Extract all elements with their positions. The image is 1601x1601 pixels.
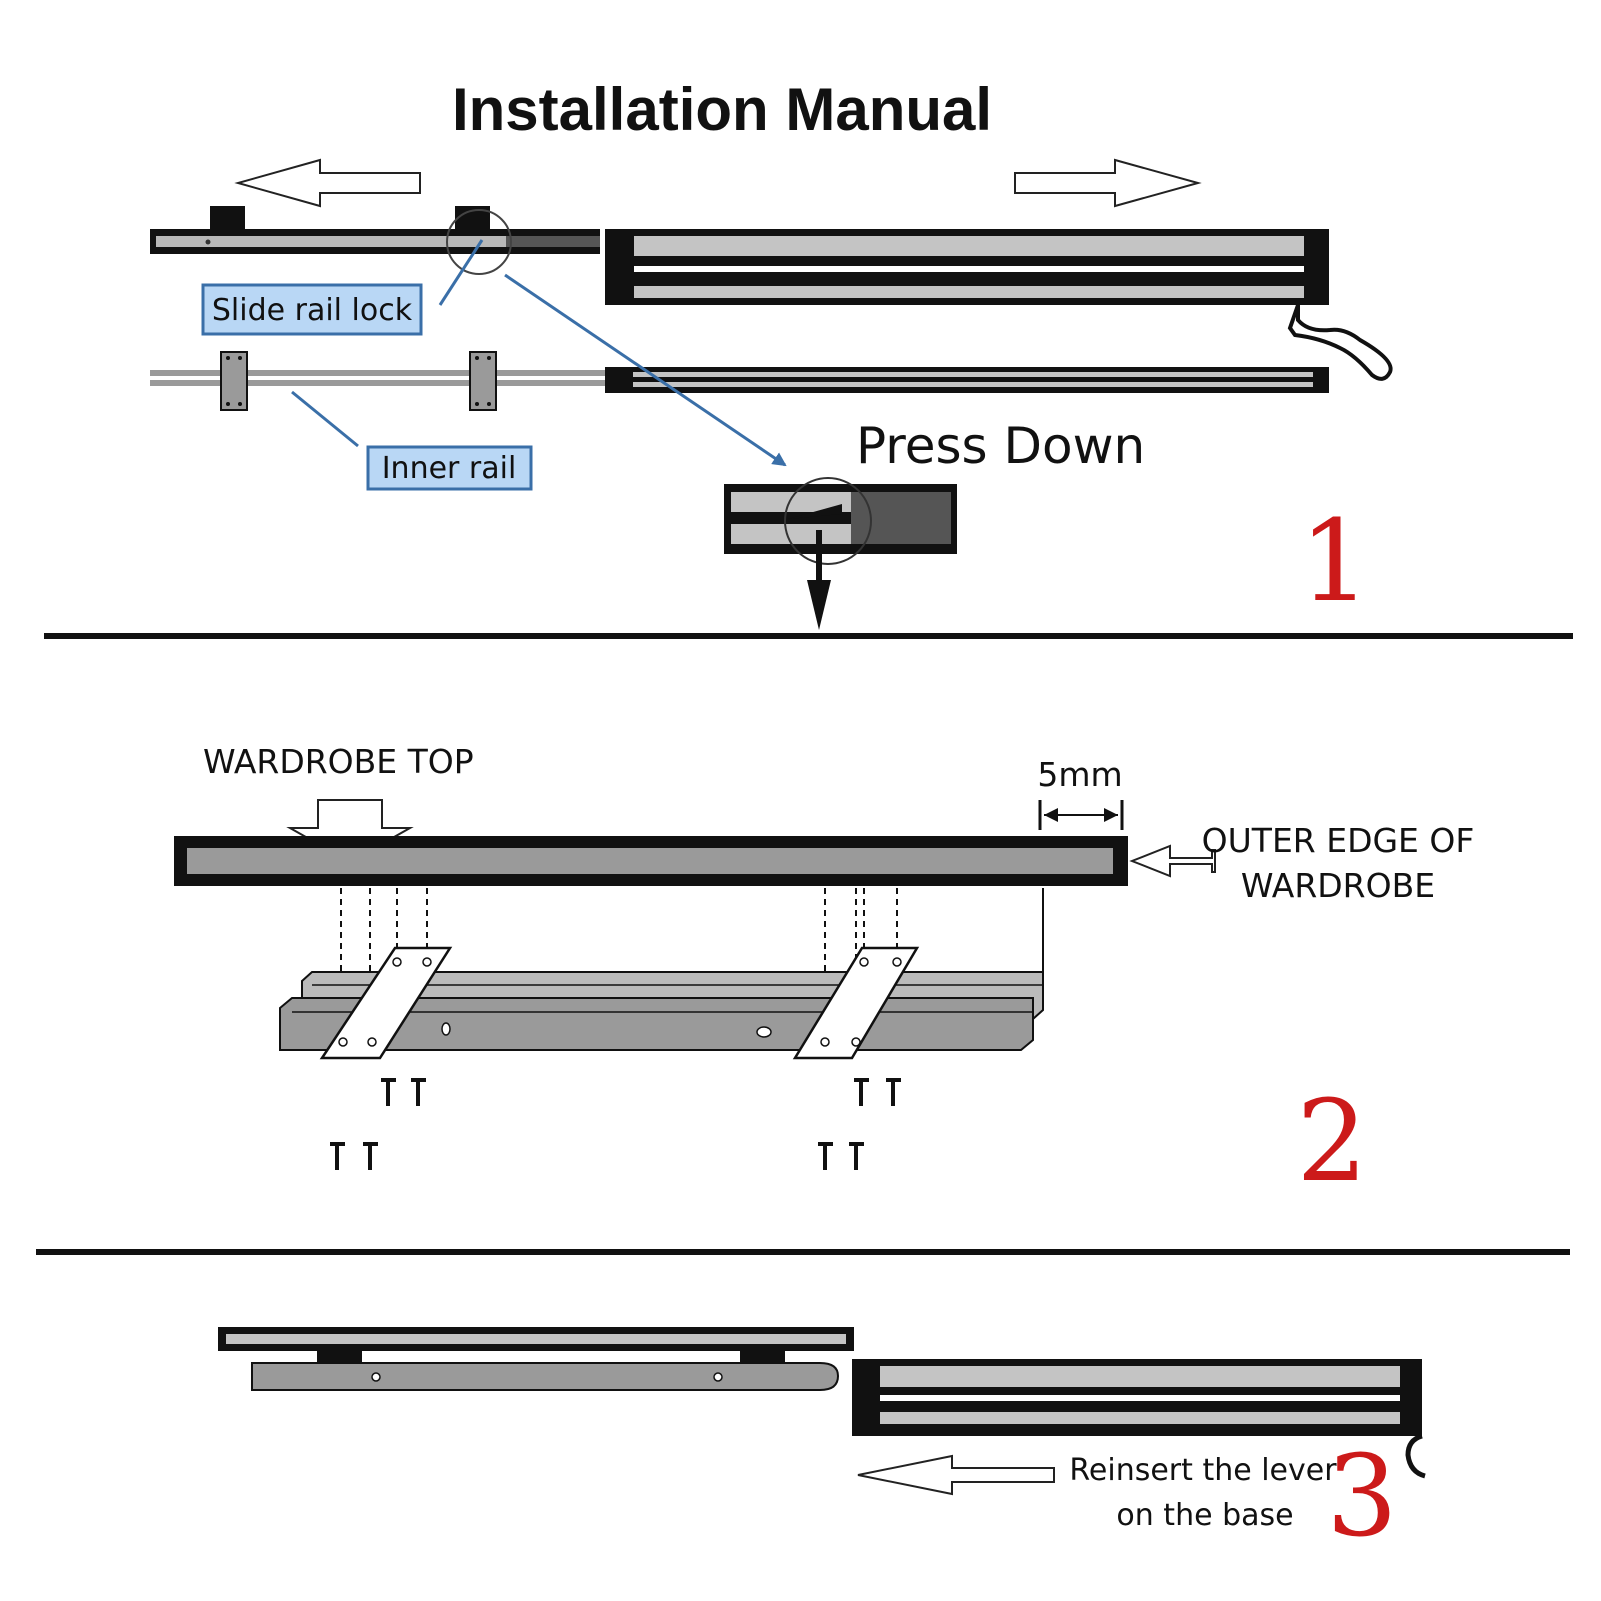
inner-rail-label: Inner rail <box>382 451 517 486</box>
step-3-panel: Reinsert the lever on the base 3 <box>218 1327 1426 1562</box>
inner-rail <box>150 351 1329 411</box>
rail-bracket <box>469 351 497 411</box>
mounting-bracket <box>319 946 453 1060</box>
reinsert-lever-label-line2: on the base <box>1116 1498 1293 1533</box>
wardrobe-top-label: WARDROBE TOP <box>203 742 474 781</box>
top-track <box>218 1327 854 1363</box>
lock-highlight-circle <box>446 209 512 275</box>
mounting-bracket <box>792 946 920 1060</box>
inner-rail-insert <box>251 1362 840 1391</box>
screw-icon <box>381 1078 396 1106</box>
gap-dimension-label: 5mm <box>1037 755 1122 794</box>
door-frame <box>852 1359 1426 1479</box>
slide-rail-lock-callout: Slide rail lock <box>201 283 423 336</box>
reinsert-lever-label-line1: Reinsert the lever <box>1069 1453 1337 1488</box>
screw-icon <box>818 1142 833 1170</box>
lever-handle <box>1287 304 1393 381</box>
right-arrow-icon <box>1014 158 1202 208</box>
press-down-detail <box>724 477 957 630</box>
inner-rail-callout: Inner rail <box>366 445 533 491</box>
rail-bracket <box>220 351 248 411</box>
screw-icon <box>363 1142 378 1170</box>
rail-stop-block <box>210 206 245 232</box>
left-hollow-arrow-icon <box>1129 844 1216 878</box>
step-1-number: 1 <box>1299 497 1370 627</box>
screw-icon <box>849 1142 864 1170</box>
step-1-panel: Slide rail lock Inner rail Press Down 1 <box>150 158 1393 630</box>
left-arrow-icon <box>234 158 421 208</box>
slide-rail <box>150 206 600 254</box>
screw-icon <box>886 1078 901 1106</box>
inner-rail-leader-line <box>291 390 359 448</box>
left-arrow-icon <box>857 1454 1055 1496</box>
screw-icon <box>330 1142 345 1170</box>
zoom-arrow <box>504 273 787 467</box>
outer-edge-label-line2: WARDROBE <box>1241 866 1435 905</box>
step-3-number: 3 <box>1326 1432 1397 1562</box>
screw-icon <box>411 1078 426 1106</box>
step-2-number: 2 <box>1296 1077 1367 1207</box>
step-2-panel: WARDROBE TOP 5mm OUTER EDGE OF WARDROBE <box>174 742 1474 1207</box>
outer-edge-label-line1: OUTER EDGE OF <box>1202 821 1475 860</box>
wardrobe-top-board <box>174 836 1128 886</box>
door-frame <box>605 229 1393 381</box>
screws <box>330 1078 901 1170</box>
press-down-label: Press Down <box>856 417 1145 475</box>
slide-rail-lock-label: Slide rail lock <box>212 293 413 328</box>
screw-icon <box>854 1078 869 1106</box>
lock-leader-line <box>438 239 484 306</box>
page-title: Installation Manual <box>452 76 992 143</box>
lever-handle <box>1405 1433 1426 1479</box>
gap-dimension-marker <box>1038 800 1124 830</box>
down-arrow-icon <box>807 580 831 630</box>
